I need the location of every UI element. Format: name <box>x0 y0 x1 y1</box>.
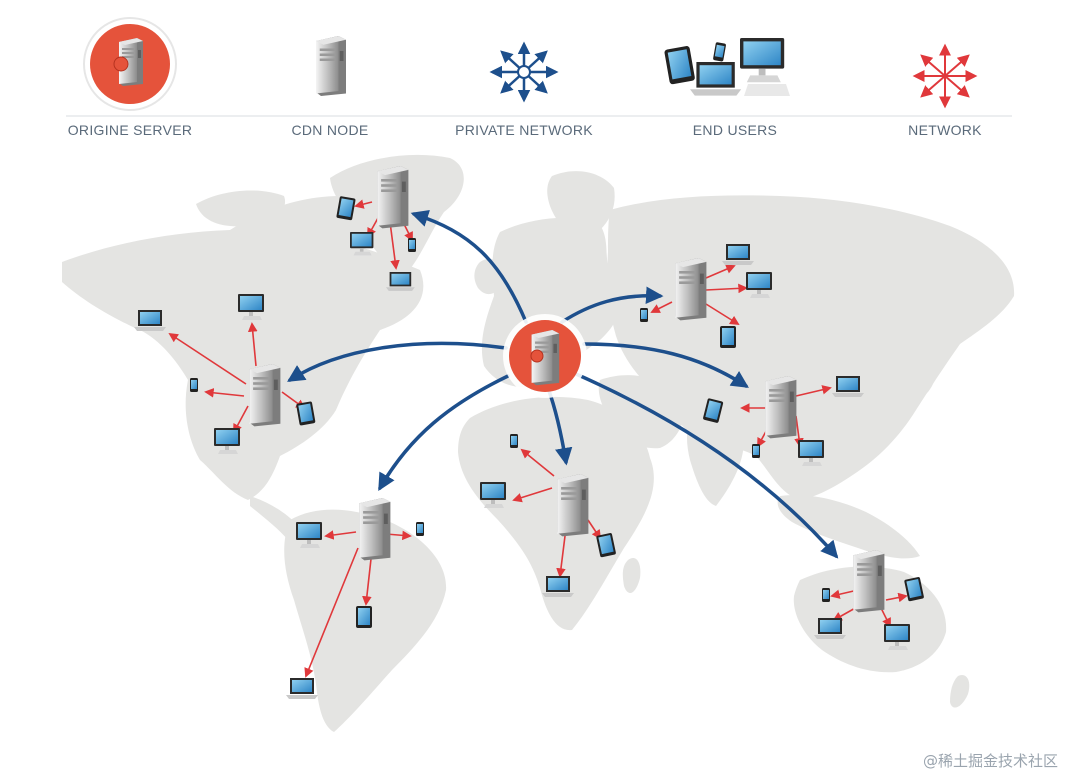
legend: ORIGINE SERVER CDN NODE PRIVATE NETWORK <box>66 17 1012 138</box>
continent-madagascar <box>622 558 641 593</box>
continent-japan <box>909 348 939 399</box>
legend-label-end-users: END USERS <box>693 122 777 138</box>
watermark: @稀土掘金技术社区 <box>922 752 1058 770</box>
continent-scandinavia <box>547 171 615 240</box>
cdn-node-greenland <box>377 166 409 229</box>
server-tower-icon <box>316 36 346 96</box>
link-to-south-america-node <box>378 374 510 492</box>
legend-label-network: NETWORK <box>908 122 982 138</box>
cdn-node-africa <box>557 474 589 537</box>
origin-server-icon <box>83 17 177 111</box>
link-to-australia-node <box>574 372 839 559</box>
continent-british-isles <box>474 258 503 295</box>
devices-icon <box>664 38 790 96</box>
legend-label-private-network: PRIVATE NETWORK <box>455 122 593 138</box>
continent-new-zealand <box>950 674 970 708</box>
legend-network: NETWORK <box>908 43 982 138</box>
continent-africa <box>458 396 654 631</box>
continent-india <box>687 417 744 506</box>
network-star-icon <box>912 43 978 109</box>
legend-origin-server: ORIGINE SERVER <box>68 17 193 138</box>
continent-arctic-islands <box>196 190 286 227</box>
cdn-node-russia <box>675 258 707 321</box>
continent-southeast-asia <box>777 494 920 559</box>
cdn-node-north-america <box>249 364 281 427</box>
cdn-node-australia <box>853 550 885 613</box>
link-to-greenland-node <box>410 209 528 324</box>
legend-private-network: PRIVATE NETWORK <box>455 41 593 138</box>
legend-label-cdn-node: CDN NODE <box>291 122 368 138</box>
link-to-china-node <box>582 342 749 388</box>
legend-cdn-node: CDN NODE <box>291 36 368 138</box>
cdn-node-china <box>765 376 797 439</box>
link-to-north-america-node <box>287 341 508 382</box>
legend-end-users: END USERS <box>664 38 790 138</box>
legend-label-origin-server: ORIGINE SERVER <box>68 122 193 138</box>
link-to-russia-node <box>560 286 664 324</box>
hub-arrows-icon <box>489 41 559 103</box>
origin-server <box>503 314 587 398</box>
cdn-node-south-america <box>359 498 391 561</box>
continent-north-america <box>62 196 424 500</box>
world-map <box>62 154 1015 732</box>
